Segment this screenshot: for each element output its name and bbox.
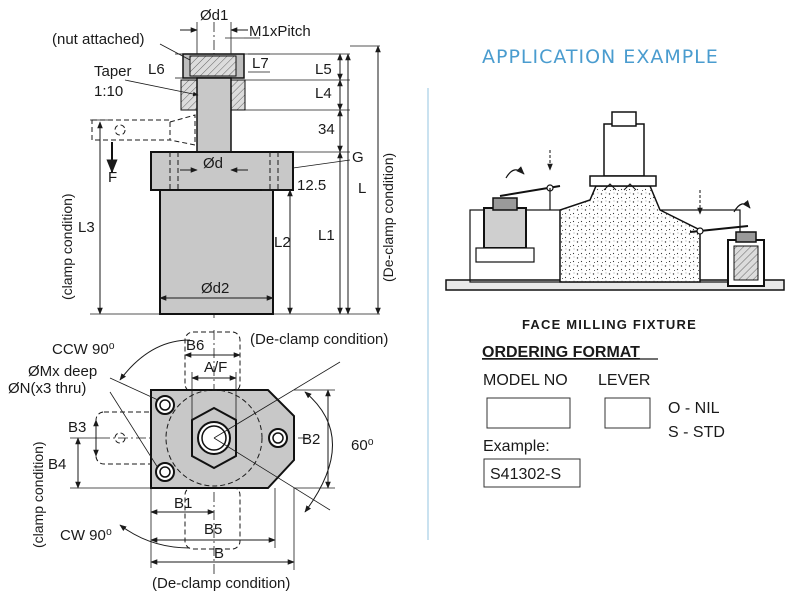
label-clamp-condition-top: (clamp condition) <box>30 441 46 548</box>
label-b6: B6 <box>186 337 204 354</box>
label-m1-pitch: M1xPitch <box>249 23 311 40</box>
label-b4: B4 <box>48 456 66 473</box>
label-n-thru: ØN(x3 thru) <box>8 380 86 397</box>
model-no-label: MODEL NO <box>483 372 568 389</box>
option-o-nil: O - NIL <box>668 400 720 417</box>
side-view: Ød1 M1xPitch (nut attached) Taper 1:10 L… <box>52 7 396 318</box>
label-b2: B2 <box>302 431 320 448</box>
label-12-5: 12.5 <box>297 177 326 194</box>
top-view: CCW 90⁰ B6 A/F (De-clamp condition) ØMx … <box>8 330 388 592</box>
label-l2: L2 <box>274 234 291 251</box>
label-af: A/F <box>204 359 227 376</box>
example-box <box>483 458 581 488</box>
label-taper-ratio: 1:10 <box>94 83 123 100</box>
model-no-box <box>486 397 571 429</box>
label-b5: B5 <box>204 521 222 538</box>
example-value: S41302-S <box>490 466 561 483</box>
lever-label: LEVER <box>598 372 650 389</box>
application-caption: FACE MILLING FIXTURE <box>522 317 697 332</box>
label-b3: B3 <box>68 419 86 436</box>
application-title: APPLICATION EXAMPLE <box>482 46 719 68</box>
label-declamp-condition-side: (De-clamp condition) <box>380 153 396 282</box>
label-l1: L1 <box>318 227 335 244</box>
lever-box <box>604 397 651 429</box>
label-nut-attached: (nut attached) <box>52 31 145 48</box>
label-d: Ød <box>203 155 223 172</box>
fixture-workpiece <box>559 185 701 283</box>
label-l: L <box>358 180 366 197</box>
label-l4: L4 <box>315 85 332 102</box>
label-l5: L5 <box>315 61 332 78</box>
ordering-format: ORDERING FORMAT MODEL NO LEVER O - NIL S… <box>482 344 725 488</box>
label-mx-deep: ØMx deep <box>28 363 97 380</box>
label-l6: L6 <box>148 61 165 78</box>
label-d2: Ød2 <box>201 280 229 297</box>
option-s-std: S - STD <box>668 424 725 441</box>
label-b: B <box>214 545 224 562</box>
label-l3: L3 <box>78 219 95 236</box>
label-cw: CW 90⁰ <box>60 527 112 544</box>
label-clamp-condition-side: (clamp condition) <box>59 193 75 300</box>
label-b1: B1 <box>174 495 192 512</box>
label-d1: Ød1 <box>200 7 228 24</box>
label-angle-60: 60⁰ <box>351 437 374 454</box>
cylinder-body <box>159 189 274 315</box>
label-ccw: CCW 90⁰ <box>52 341 115 358</box>
example-label: Example: <box>483 438 550 455</box>
label-34: 34 <box>318 121 335 138</box>
label-g: G <box>352 149 364 166</box>
label-declamp-top: (De-clamp condition) <box>250 331 388 348</box>
label-l7: L7 <box>252 55 269 72</box>
label-declamp-bottom: (De-clamp condition) <box>152 575 290 592</box>
label-taper: Taper <box>94 63 132 80</box>
label-f: F <box>108 169 117 186</box>
application-example: APPLICATION EXAMPLE FACE MILLING FIXTURE <box>445 46 785 332</box>
ordering-title: ORDERING FORMAT <box>482 344 640 361</box>
piston-rod <box>196 77 232 153</box>
